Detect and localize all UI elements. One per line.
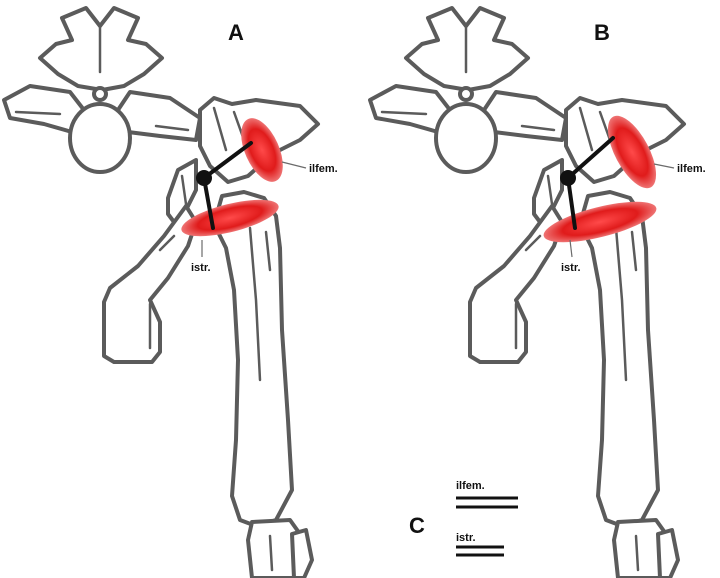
skeleton-b <box>368 6 686 578</box>
istr-muscle-a <box>181 199 279 237</box>
legend-label-istr: istr. <box>456 532 476 544</box>
legend-c: C ilfem. istr. <box>409 480 518 557</box>
joint-pivot-a <box>196 170 212 186</box>
legend-letter-c: C <box>409 513 425 538</box>
istr-label-a: istr. <box>191 262 211 274</box>
panel-b: ilfem. istr. B <box>368 6 706 578</box>
istr-muscle-b <box>543 201 657 243</box>
ilfem-label-a: ilfem. <box>309 163 338 175</box>
ilfem-label-b: ilfem. <box>677 163 706 175</box>
panel-letter-b: B <box>594 20 610 45</box>
legend-label-ilfem: ilfem. <box>456 480 485 492</box>
joint-pivot-b <box>560 170 576 186</box>
panel-a: ilfem. istr. A <box>2 6 338 578</box>
lever-arms-a <box>196 141 253 230</box>
lever-arms-b <box>560 136 615 230</box>
panel-letter-a: A <box>228 20 244 45</box>
skeleton-a <box>2 6 320 578</box>
ilfem-muscle-a <box>241 118 283 182</box>
ilfem-muscle-b <box>607 115 657 189</box>
istr-label-b: istr. <box>561 262 581 274</box>
